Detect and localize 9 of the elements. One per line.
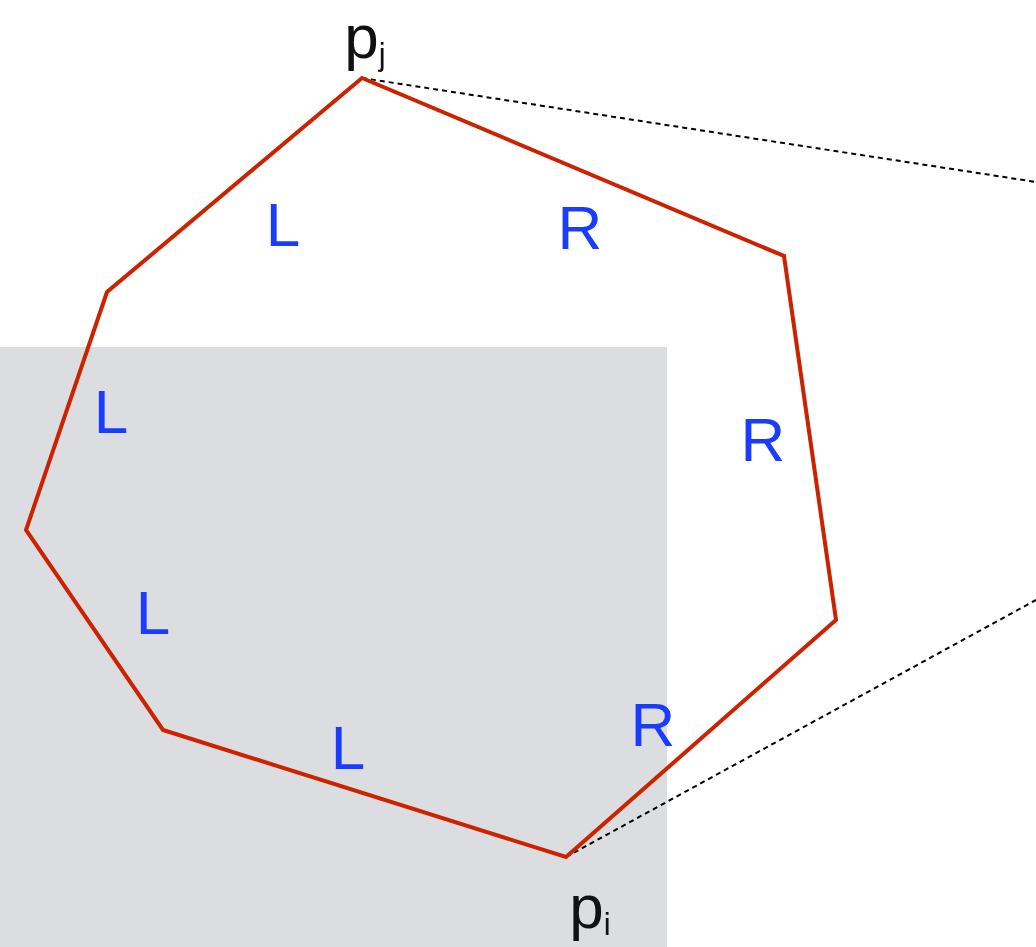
side-label: L (330, 717, 366, 779)
vertex-label: p$_{j}$ (344, 5, 386, 71)
side-label: R (740, 409, 786, 471)
vertex-label: p$_{i}$ (569, 875, 611, 941)
side-label: L (135, 582, 171, 644)
side-label: R (557, 197, 603, 259)
side-label: L (265, 194, 301, 256)
side-label: R (630, 694, 676, 756)
side-label: L (93, 381, 129, 443)
